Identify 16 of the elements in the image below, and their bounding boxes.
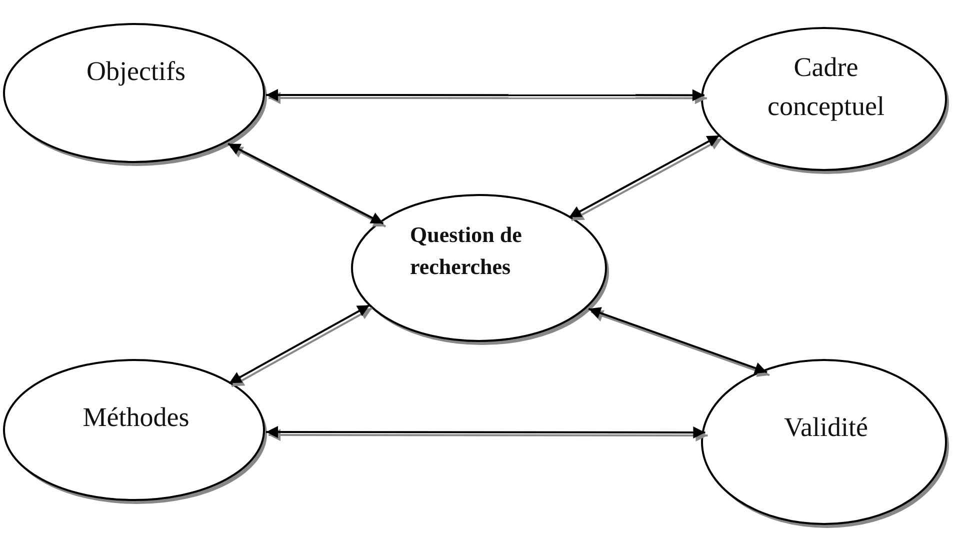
ellipse-node [352,195,610,345]
ellipse-node [4,360,268,504]
node-label: Validité [783,411,869,444]
double-arrow [568,134,722,222]
double-arrow [266,426,708,442]
double-arrow [266,89,707,104]
double-arrow [228,304,373,388]
node-label: Question de recherches [410,221,523,281]
node-label: Méthodes [82,401,190,434]
double-arrow [228,142,386,228]
ellipse-node [702,360,950,528]
node-label: Cadre conceptuel [766,51,886,124]
ellipse-node [4,24,268,166]
double-arrow [588,307,770,377]
ellipse-node [702,28,950,174]
node-label: Objectifs [86,55,186,88]
